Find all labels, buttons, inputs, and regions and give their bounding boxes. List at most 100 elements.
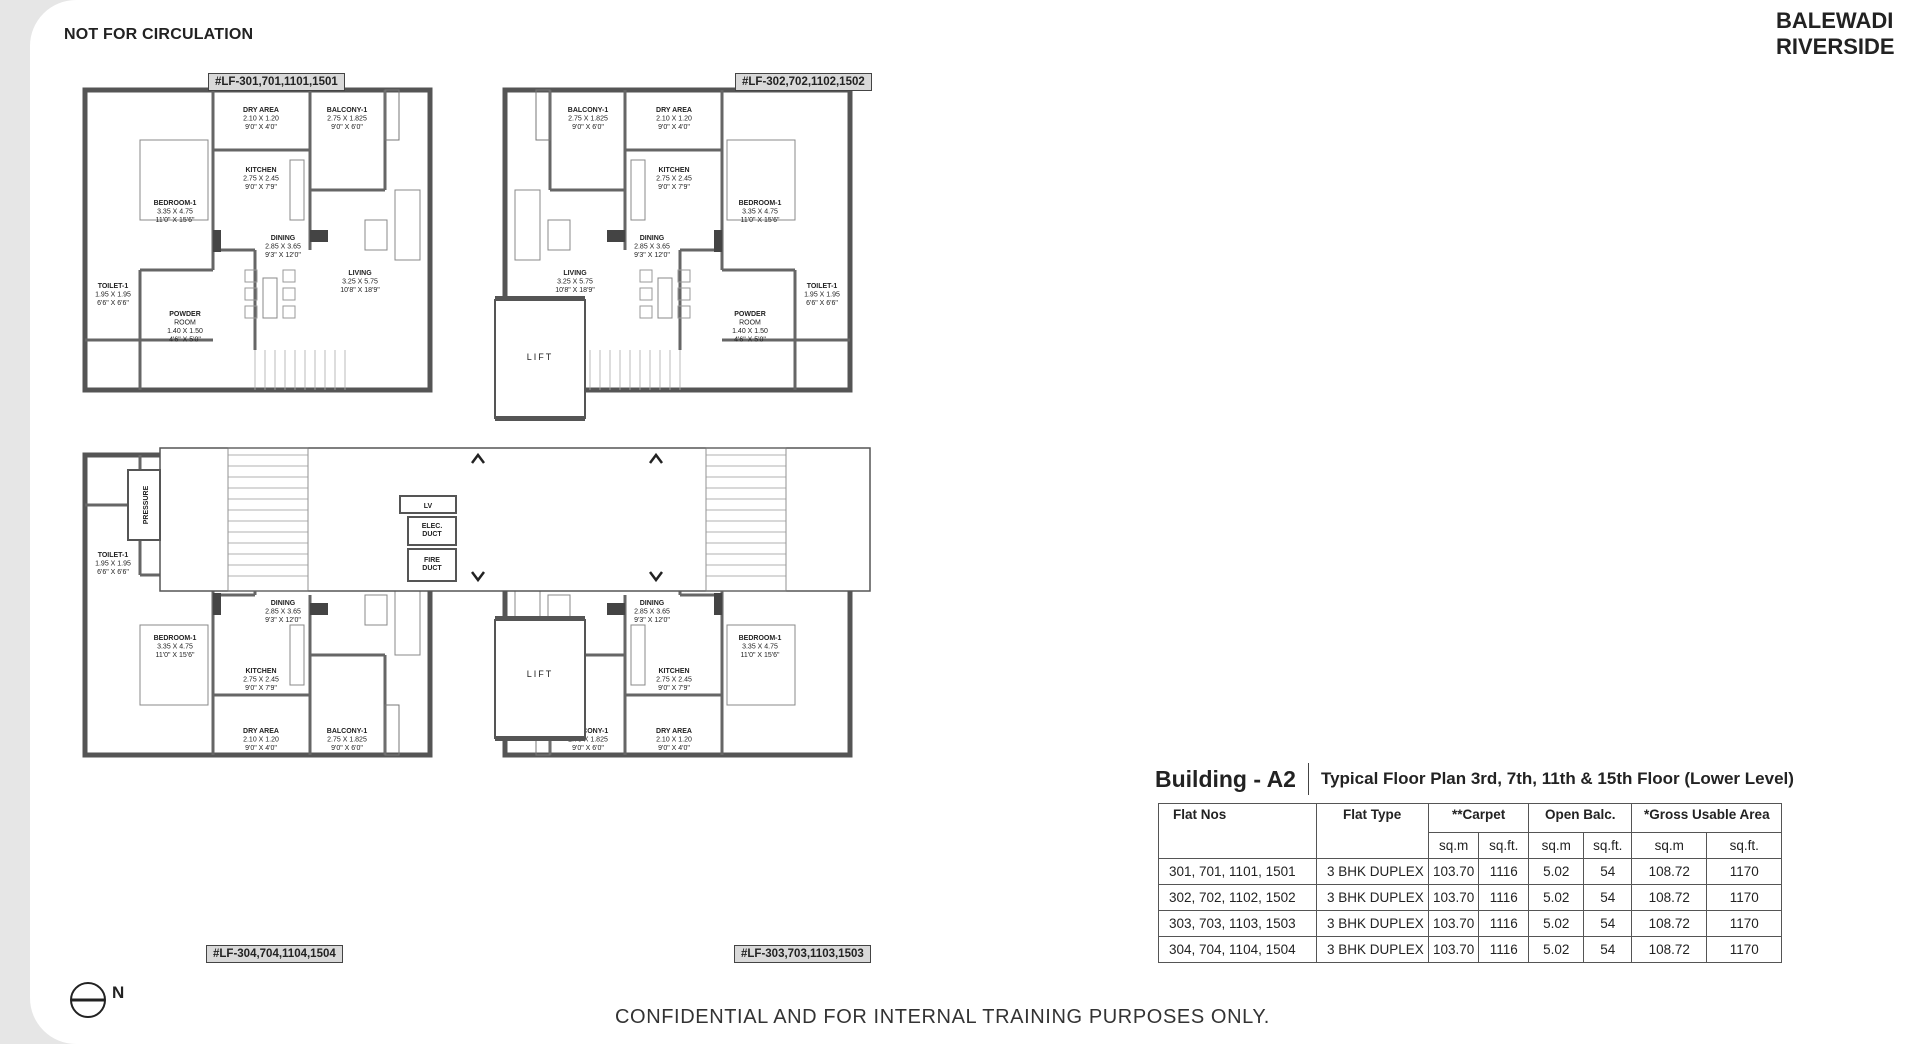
brand-line-2: RIVERSIDE — [1776, 34, 1895, 59]
sofa — [514, 189, 541, 261]
kitchen-counter — [289, 624, 305, 686]
carpet-sqft-cell: 1116 — [1478, 910, 1530, 937]
dining-chair — [639, 287, 653, 301]
column — [213, 230, 221, 252]
odu-unit — [384, 89, 400, 141]
column — [607, 603, 625, 615]
column — [607, 230, 625, 242]
flat-type-cell: 3 BHK DUPLEX — [1316, 858, 1429, 885]
outer-wall — [82, 87, 433, 393]
entry-arrow-down-right — [649, 571, 663, 583]
carpet-sqft-cell: 1116 — [1478, 884, 1530, 911]
floor-plan-title: Typical Floor Plan 3rd, 7th, 11th & 15th… — [1320, 769, 1794, 788]
balc-sqm-cell: 5.02 — [1528, 910, 1585, 937]
column — [310, 230, 328, 242]
table-header-row: Flat Nos Flat Type **Carpet Open Balc. *… — [1158, 803, 1783, 859]
unit-cell: sq.ft. — [1706, 832, 1783, 859]
confidential-footer: CONFIDENTIAL AND FOR INTERNAL TRAINING P… — [615, 1006, 1270, 1028]
table-row: 303, 703, 1103, 1503 3 BHK DUPLEX 103.70… — [1158, 910, 1783, 937]
gross-sqm-cell: 108.72 — [1631, 936, 1708, 963]
pressure-shaft — [127, 469, 161, 541]
flat-tag-top-left: #LF-301,701,1101,1501 — [208, 73, 345, 91]
dining-chair — [244, 287, 258, 301]
flat-nos-cell: 302, 702, 1102, 1502 — [1158, 884, 1317, 911]
gross-sqft-cell: 1170 — [1706, 910, 1783, 937]
dining-table — [262, 277, 278, 319]
kitchen-counter — [289, 159, 305, 221]
lobby — [159, 447, 871, 592]
flat-type-cell: 3 BHK DUPLEX — [1316, 884, 1429, 911]
sofa — [394, 189, 421, 261]
balc-sqft-cell: 54 — [1583, 936, 1633, 963]
bed — [139, 139, 209, 221]
pressure-label: PRESSURE — [143, 485, 150, 524]
col-carpet: **Carpet — [1427, 803, 1530, 833]
flat-type-cell: 3 BHK DUPLEX — [1316, 936, 1429, 963]
dining-chair — [282, 305, 296, 319]
gross-sqm-cell: 108.72 — [1631, 884, 1708, 911]
carpet-sqm-cell: 103.70 — [1427, 936, 1480, 963]
carpet-sqft-cell: 1116 — [1478, 936, 1530, 963]
carpet-sqft-cell: 1116 — [1478, 858, 1530, 885]
staircase-right — [705, 447, 787, 592]
kitchen-counter — [630, 624, 646, 686]
area-table: Flat Nos Flat Type **Carpet Open Balc. *… — [1158, 803, 1783, 963]
fire-duct — [407, 548, 457, 582]
north-label: N — [112, 983, 125, 1002]
gross-sqft-cell: 1170 — [1706, 936, 1783, 963]
flat-type-cell: 3 BHK DUPLEX — [1316, 910, 1429, 937]
kitchen-counter — [630, 159, 646, 221]
bed — [726, 139, 796, 221]
column — [714, 593, 722, 615]
column — [213, 593, 221, 615]
dining-chair — [677, 269, 691, 283]
entry-arrow-up-left — [471, 452, 485, 464]
unit-cell: sq.ft. — [1583, 832, 1633, 859]
lift-label-lower: LIFT — [527, 669, 554, 679]
flat-nos-cell: 301, 701, 1101, 1501 — [1158, 858, 1317, 885]
document-page: NOT FOR CIRCULATION BALEWADI RIVERSIDE B… — [30, 0, 1921, 1044]
gross-sqm-cell: 108.72 — [1631, 858, 1708, 885]
lv-label: LV — [424, 503, 433, 510]
odu-unit — [384, 704, 400, 756]
core-wall — [495, 616, 585, 621]
bed — [726, 624, 796, 706]
dining-chair — [244, 305, 258, 319]
unit-cell: sq.m — [1427, 832, 1480, 859]
column — [714, 230, 722, 252]
dining-chair — [639, 269, 653, 283]
balc-sqft-cell: 54 — [1583, 884, 1633, 911]
dining-chair — [282, 269, 296, 283]
header-divider — [1307, 763, 1309, 795]
balc-sqm-cell: 5.02 — [1528, 858, 1585, 885]
carpet-sqm-cell: 103.70 — [1427, 884, 1480, 911]
building-name: Building - A2 — [1155, 765, 1296, 792]
table-row: 304, 704, 1104, 1504 3 BHK DUPLEX 103.70… — [1158, 936, 1783, 963]
bed — [139, 624, 209, 706]
flat-tag-bottom-right: #LF-303,703,1103,1503 — [734, 945, 871, 963]
staircase-left — [227, 447, 309, 592]
gross-sqm-cell: 108.72 — [1631, 910, 1708, 937]
elec-duct-label: ELEC.DUCT — [422, 523, 443, 538]
brand-logo: BALEWADI RIVERSIDE — [1776, 8, 1921, 60]
